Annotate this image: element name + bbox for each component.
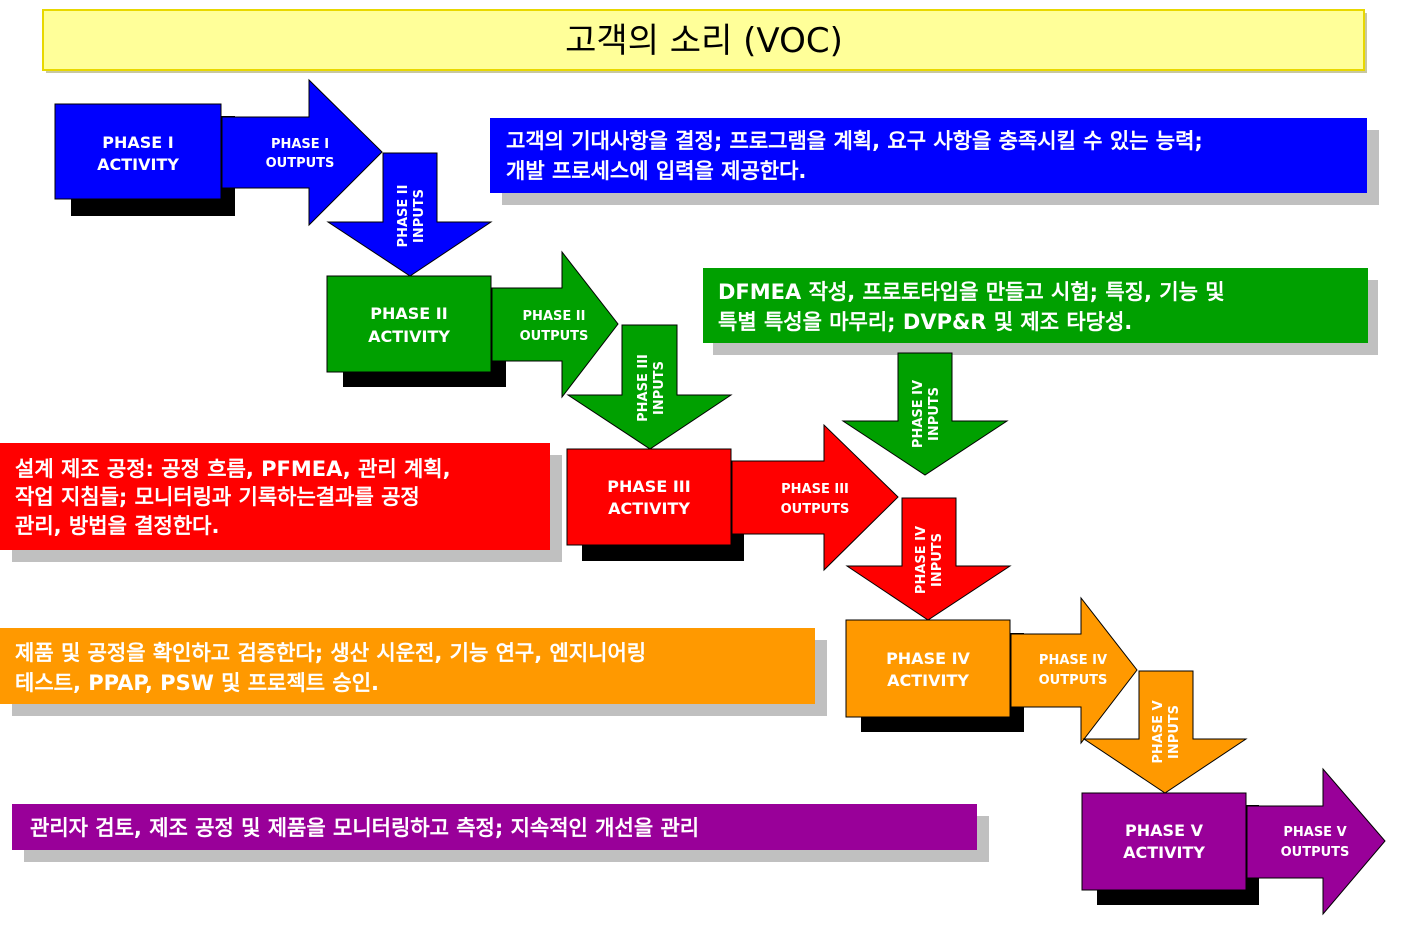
page-title: 고객의 소리 (VOC)	[565, 21, 843, 61]
phase-4-inputs-green: PHASE IV INPUTS	[841, 352, 1009, 476]
phase-4-inputs-green-line-2: INPUTS	[927, 387, 942, 441]
phase-3-inputs-label: PHASE III INPUTS	[636, 354, 667, 422]
description-blue-box	[490, 118, 1367, 193]
phase-3-inputs-arrow	[566, 324, 733, 450]
description-red-box	[0, 443, 550, 550]
phase-4-inputs-line-1: PHASE IV	[914, 526, 929, 594]
phase-5-activity-line-2: ACTIVITY	[1123, 843, 1205, 862]
phase-3: PHASE III ACTIVITY PHASE III OUTPUTS PHA…	[566, 423, 1012, 621]
description-green-line-1: DFMEA 작성, 프로토타입을 만들고 시험; 특징, 기능 및	[718, 280, 1225, 304]
phase-3-inputs-line-2: INPUTS	[652, 361, 667, 415]
phase-3-outputs-line-1: PHASE III	[781, 482, 849, 497]
phase-5-activity-line-1: PHASE V	[1125, 821, 1204, 840]
phase-5-outputs-arrow	[1246, 767, 1386, 916]
phase-2-inputs-line-1: PHASE II	[396, 185, 411, 248]
phase-4-outputs-line-2: OUTPUTS	[1039, 673, 1108, 688]
phase-2-outputs-line-1: PHASE II	[523, 309, 586, 324]
phase-1-outputs-line-2: OUTPUTS	[266, 156, 335, 171]
phase-4-outputs-line-1: PHASE IV	[1039, 653, 1107, 668]
title-box	[42, 9, 1365, 71]
phase-2-inputs-line-2: INPUTS	[412, 189, 427, 243]
phase-5-inputs-arrow	[1082, 670, 1248, 794]
phase-5-outputs-line-1: PHASE V	[1283, 825, 1346, 840]
description-blue-line-2: 개발 프로세스에 입력을 제공한다.	[506, 159, 806, 183]
title-banner: 고객의 소리 (VOC)	[42, 9, 1367, 73]
description-green-line-2: 특별 특성을 마무리; DVP&R 및 제조 타당성.	[718, 310, 1132, 334]
phase-4: PHASE IV ACTIVITY PHASE IV OUTPUTS PHASE…	[845, 596, 1248, 794]
description-orange-line-1: 제품 및 공정을 확인하고 검증한다; 생산 시운전, 기능 연구, 엔지니어링	[15, 641, 646, 665]
description-blue: 고객의 기대사항을 결정; 프로그램을 계획, 요구 사항을 충족시킬 수 있는…	[490, 118, 1379, 205]
description-red-line-2: 작업 지침들; 모니터링과 기록하는결과를 공정	[15, 485, 420, 509]
phase-4-inputs-green-arrow	[841, 352, 1009, 476]
phase-3-activity-line-1: PHASE III	[607, 477, 690, 496]
phase-1: PHASE I ACTIVITY PHASE I OUTPUTS PHASE I…	[54, 78, 493, 277]
description-red: 설계 제조 공정: 공정 흐름, PFMEA, 관리 계획, 작업 지침들; 모…	[0, 443, 562, 562]
phase-5: PHASE V ACTIVITY PHASE V OUTPUTS	[1081, 767, 1386, 916]
phase-2-inputs-label: PHASE II INPUTS	[396, 185, 427, 248]
phase-4-activity-line-1: PHASE IV	[886, 649, 970, 668]
phase-4-outputs-arrow	[1010, 596, 1138, 745]
phase-5-outputs-line-2: OUTPUTS	[1281, 845, 1350, 860]
description-red-line-1: 설계 제조 공정: 공정 흐름, PFMEA, 관리 계획,	[15, 457, 451, 481]
description-red-line-3: 관리, 방법을 결정한다.	[15, 514, 219, 538]
phase-1-outputs-arrow	[221, 78, 383, 227]
phase-4-inputs-green-line-1: PHASE IV	[911, 380, 926, 448]
phase-5-inputs-line-1: PHASE V	[1151, 700, 1166, 763]
phase-4-activity-box	[845, 619, 1011, 718]
description-orange-box	[0, 628, 815, 704]
phase-4-inputs-green-label: PHASE IV INPUTS	[911, 380, 942, 448]
description-orange-line-2: 테스트, PPAP, PSW 및 프로젝트 승인.	[15, 671, 379, 695]
phase-3-outputs-arrow	[731, 423, 899, 572]
phase-1-activity-line-2: ACTIVITY	[97, 155, 179, 174]
phase-2-activity-line-2: ACTIVITY	[368, 327, 450, 346]
description-orange: 제품 및 공정을 확인하고 검증한다; 생산 시운전, 기능 연구, 엔지니어링…	[0, 628, 827, 716]
description-purple-box	[12, 804, 977, 850]
phase-2-activity-line-1: PHASE II	[370, 304, 447, 323]
phase-2-activity-box	[326, 275, 492, 373]
description-green-box	[703, 268, 1368, 343]
phase-4-activity-line-2: ACTIVITY	[887, 671, 969, 690]
phase-4-inputs-arrow	[845, 497, 1012, 621]
phase-5-inputs-label: PHASE V INPUTS	[1151, 700, 1182, 763]
phase-5-activity-box	[1081, 792, 1247, 891]
description-purple-line-1: 관리자 검토, 제조 공정 및 제품을 모니터링하고 측정; 지속적인 개선을 …	[30, 816, 699, 840]
phase-2-outputs-arrow	[491, 250, 619, 399]
description-purple: 관리자 검토, 제조 공정 및 제품을 모니터링하고 측정; 지속적인 개선을 …	[12, 804, 989, 862]
phase-5-inputs-line-2: INPUTS	[1167, 705, 1182, 759]
phase-1-activity-box	[54, 103, 222, 200]
description-green: DFMEA 작성, 프로토타입을 만들고 시험; 특징, 기능 및 특별 특성을…	[703, 268, 1378, 355]
phase-3-activity-box	[566, 448, 732, 546]
phase-1-outputs-line-1: PHASE I	[271, 137, 329, 152]
phase-4-inputs-line-2: INPUTS	[930, 533, 945, 587]
phase-2: PHASE II ACTIVITY PHASE II OUTPUTS PHASE…	[326, 250, 733, 450]
description-blue-line-1: 고객의 기대사항을 결정; 프로그램을 계획, 요구 사항을 충족시킬 수 있는…	[506, 129, 1203, 153]
phase-3-activity-line-2: ACTIVITY	[608, 499, 690, 518]
phase-1-activity-line-1: PHASE I	[102, 133, 173, 152]
phase-4-inputs-label: PHASE IV INPUTS	[914, 526, 945, 594]
phase-3-inputs-line-1: PHASE III	[636, 354, 651, 422]
phase-3-outputs-line-2: OUTPUTS	[781, 502, 850, 517]
phase-2-inputs-arrow	[326, 152, 493, 277]
phase-2-outputs-line-2: OUTPUTS	[520, 329, 589, 344]
